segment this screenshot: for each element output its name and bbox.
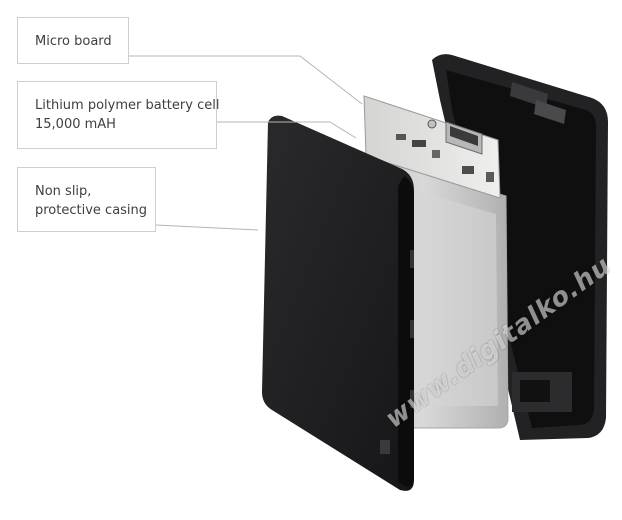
front-cover <box>262 115 414 491</box>
leader-lines <box>129 55 363 231</box>
leader-line-casing <box>155 224 259 231</box>
callout-micro-board-text: Micro board <box>35 34 112 49</box>
callout-casing-line2: protective casing <box>35 203 148 218</box>
callout-battery-line1: Lithium polymer battery cell <box>35 98 220 113</box>
leader-line-micro-board <box>129 55 363 105</box>
callout-protective-casing: Non slip, protective casing <box>17 167 156 232</box>
callout-battery-line2: 15,000 mAH <box>35 117 116 132</box>
callout-casing-line1: Non slip, <box>35 184 92 199</box>
leader-line-battery <box>217 121 357 139</box>
callout-battery-cell: Lithium polymer battery cell 15,000 mAH <box>17 81 220 149</box>
callout-micro-board: Micro board <box>17 17 129 64</box>
